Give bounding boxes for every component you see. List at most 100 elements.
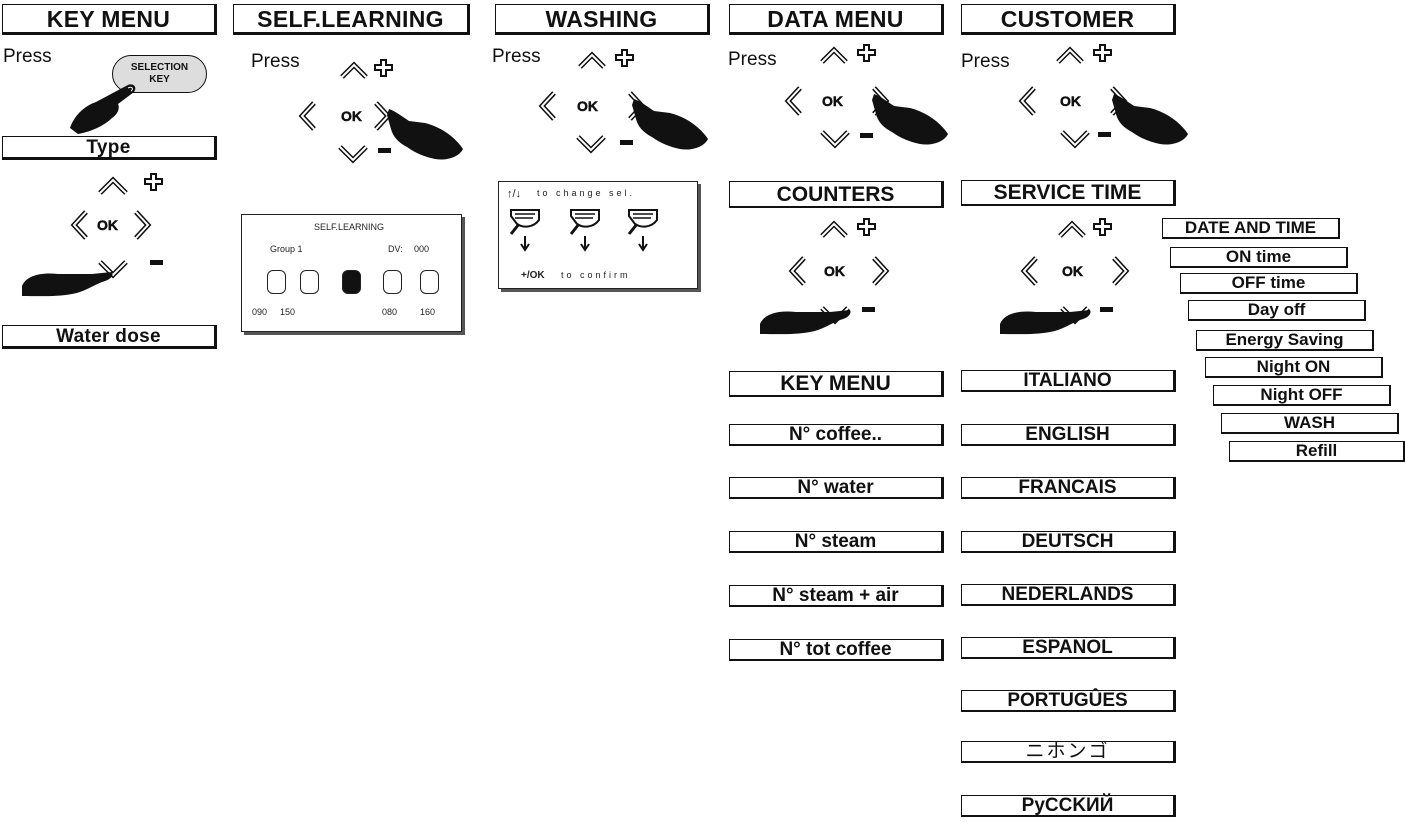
dose-slot [267,270,286,294]
navigation-pad: OK [1020,218,1130,325]
ok-icon[interactable]: OK [341,108,363,125]
pointing-hand-icon [70,84,136,134]
dv-value: 000 [414,244,430,254]
language-item: ITALIANO [961,370,1176,392]
data-menu-item: N° steam [729,531,944,553]
arrow-down-icon[interactable] [576,135,606,154]
arrow-up-icon[interactable] [578,51,606,69]
press-label: Press [492,46,541,67]
group-label: Group 1 [270,244,303,254]
washing-header: WASHING [495,4,710,35]
service-item: Day off [1188,300,1366,321]
arrow-left-icon[interactable] [538,91,556,121]
language-item: DEUTSCH [961,531,1176,553]
service-item: Refill [1229,441,1405,462]
arrow-up-icon[interactable] [340,61,368,79]
press-label: Press [3,46,52,67]
arrow-up-icon[interactable] [98,176,128,195]
data-menu-item: N° tot coffee [729,639,944,661]
arrow-left-icon[interactable] [1020,256,1038,286]
arrow-up-icon[interactable] [1056,46,1084,64]
minus-icon[interactable] [150,260,163,265]
ok-icon[interactable]: OK [824,263,846,280]
plus-icon[interactable] [857,44,876,62]
arrow-down-icon[interactable] [1060,130,1090,149]
plus-ok-icon: +/OK [521,270,545,281]
service-time-item: SERVICE TIME [961,180,1176,206]
service-item: Energy Saving [1196,330,1374,351]
service-item: DATE AND TIME [1162,218,1340,239]
ok-icon[interactable]: OK [577,98,599,115]
pointing-hand-icon [760,310,851,335]
plus-icon[interactable] [615,49,634,67]
counters-item: COUNTERS [729,181,944,208]
customer-header: CUSTOMER [961,4,1176,35]
selection-key-line1: SELECTION [130,62,189,73]
language-item: ENGLISH [961,424,1176,446]
minus-icon[interactable] [1098,132,1111,137]
group-heads-icon [509,209,658,252]
arrow-down-icon[interactable] [820,130,850,149]
language-item: PORTUGÛES [961,690,1176,712]
ok-icon[interactable]: OK [822,93,844,110]
confirm-text: to confirm [561,270,631,280]
language-item: PyCCKИЙ [961,795,1176,817]
plus-icon[interactable] [144,173,163,191]
ok-icon[interactable]: OK [1060,93,1082,110]
dose-value: 090 [252,307,268,317]
dose-slot [383,270,402,294]
display-title: SELF.LEARNING [314,222,385,232]
service-item: WASH [1221,413,1399,434]
plus-icon[interactable] [374,59,393,77]
minus-icon[interactable] [378,148,391,153]
dose-slot [300,270,319,294]
minus-icon[interactable] [620,140,633,145]
press-label: Press [961,51,1010,72]
washing-display: ↑/↓ to change sel. +/OK to confirm [498,181,698,289]
language-item: ESPANOL [961,637,1176,659]
arrow-left-icon[interactable] [1018,86,1036,116]
plus-icon[interactable] [857,218,876,236]
arrow-up-icon[interactable] [820,46,848,64]
type-item: Type [2,136,217,160]
service-item: OFF time [1180,273,1358,294]
ok-icon[interactable]: OK [97,217,119,234]
arrow-left-icon[interactable] [298,101,316,131]
up-down-arrows-icon: ↑/↓ [507,188,522,200]
arrow-right-icon[interactable] [134,210,152,240]
dose-value: 080 [382,307,398,317]
dose-value: 160 [420,307,436,317]
arrow-right-icon[interactable] [872,256,890,286]
minus-icon[interactable] [860,133,873,138]
navigation-pad: OK [70,173,163,279]
ok-icon[interactable]: OK [1062,263,1084,280]
plus-icon[interactable] [1093,44,1112,62]
press-label: Press [251,51,300,72]
service-item: ON time [1170,247,1348,268]
language-item: NEDERLANDS [961,584,1176,606]
water-dose-item: Water dose [2,325,217,349]
arrow-down-icon[interactable] [338,145,368,164]
arrow-right-icon[interactable] [1112,256,1130,286]
language-item: ニホンゴ [961,741,1176,763]
self-learning-display: SELF.LEARNING Group 1 DV: 000 090 150 08… [241,214,462,332]
pointing-hand-icon [632,99,708,150]
arrow-up-icon[interactable] [1058,220,1086,238]
plus-icon[interactable] [1093,218,1112,236]
arrow-down-icon[interactable] [98,260,128,279]
data-menu-item: N° water [729,477,944,499]
arrow-left-icon[interactable] [788,256,806,286]
arrow-left-icon[interactable] [784,86,802,116]
navigation-pad: OK [538,49,646,154]
change-sel-text: to change sel. [537,188,636,198]
pointing-hand-icon [872,94,948,145]
self-learning-header: SELF.LEARNING [233,4,470,35]
minus-icon[interactable] [862,307,875,312]
dose-slot-selected [342,270,361,294]
minus-icon[interactable] [1100,307,1113,312]
arrow-up-icon[interactable] [820,220,848,238]
data-menu-item: KEY MENU [729,371,944,397]
dose-value: 150 [280,307,296,317]
arrow-left-icon[interactable] [70,210,88,240]
dv-label: DV: [388,244,403,254]
